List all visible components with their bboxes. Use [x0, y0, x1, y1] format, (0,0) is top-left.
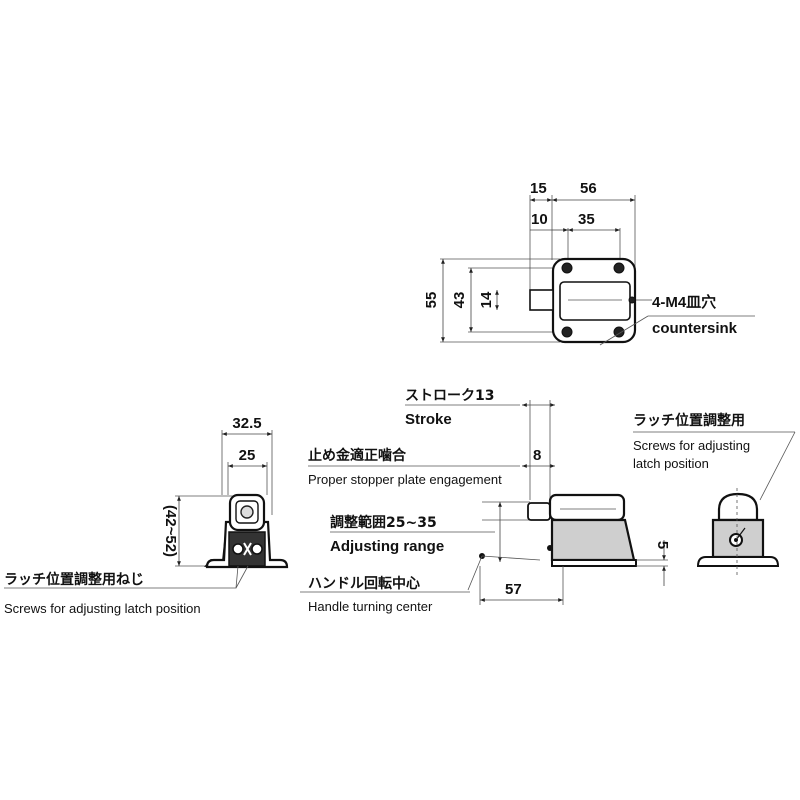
- dim-56: 56: [580, 180, 597, 197]
- handle-center-label-jp: ハンドル回転中心: [308, 575, 420, 592]
- adjust-screw-label-en: Screws for adjusting latch position: [4, 601, 201, 616]
- adjust-screw-icon: [232, 543, 244, 555]
- dim-10: 10: [531, 211, 548, 228]
- adjust-screw-icon: [251, 543, 263, 555]
- screw-hole-icon: [613, 326, 625, 338]
- dim-25: 25: [239, 447, 256, 464]
- dim-32-5: 32.5: [232, 415, 261, 432]
- side-housing: [550, 518, 636, 562]
- screw-hole-icon: [561, 326, 573, 338]
- dim-8: 8: [533, 447, 541, 464]
- side-latch-bolt: [527, 502, 551, 521]
- rear-view: ラッチ位置調整用 Screws for adjusting latch posi…: [633, 412, 796, 575]
- dim-57: 57: [505, 581, 522, 598]
- countersink-label-jp: 4-M4皿穴: [652, 293, 716, 311]
- latch-slider: [559, 281, 631, 321]
- front-view: 32.5 25 (42~52) ラッチ位置調整用ねじ Screws for ad…: [4, 415, 289, 616]
- pin-icon: [628, 296, 636, 304]
- dim-35: 35: [578, 211, 595, 228]
- stroke-label-jp: ストローク13: [405, 388, 494, 404]
- dim-15: 15: [530, 180, 547, 197]
- top-view: 15 56 10 35 55 43 14 4-M4皿穴 countersink: [423, 180, 755, 346]
- dim-42-52: (42~52): [162, 505, 179, 557]
- dim-14: 14: [478, 291, 495, 308]
- dim-5: 5: [654, 541, 671, 549]
- handle-center-label-en: Handle turning center: [308, 599, 433, 614]
- rear-callout-label-en-1: Screws for adjusting: [633, 438, 750, 453]
- rear-latch-head: [717, 492, 759, 522]
- adjust-screw-label-jp: ラッチ位置調整用ねじ: [4, 571, 144, 588]
- rear-callout-label-jp: ラッチ位置調整用: [633, 412, 745, 429]
- rear-callout-label-en-2: latch position: [633, 456, 709, 471]
- adjusting-range-label-en: Adjusting range: [330, 538, 444, 555]
- side-latch-head: [548, 493, 626, 522]
- screw-hole-icon: [561, 262, 573, 274]
- engagement-label-en: Proper stopper plate engagement: [308, 472, 502, 487]
- adjusting-range-label-jp: 調整範囲25~35: [330, 514, 437, 531]
- countersink-label-en: countersink: [652, 320, 738, 337]
- dim-43: 43: [451, 292, 468, 309]
- engagement-label-jp: 止め金適正噛合: [308, 447, 407, 464]
- dim-55: 55: [423, 292, 440, 309]
- latch-bolt: [529, 289, 554, 311]
- screw-hole-icon: [613, 262, 625, 274]
- stroke-label-en: Stroke: [405, 411, 452, 428]
- side-view: ストローク13 Stroke 止め金適正噛合 8 Proper stopper …: [300, 388, 671, 614]
